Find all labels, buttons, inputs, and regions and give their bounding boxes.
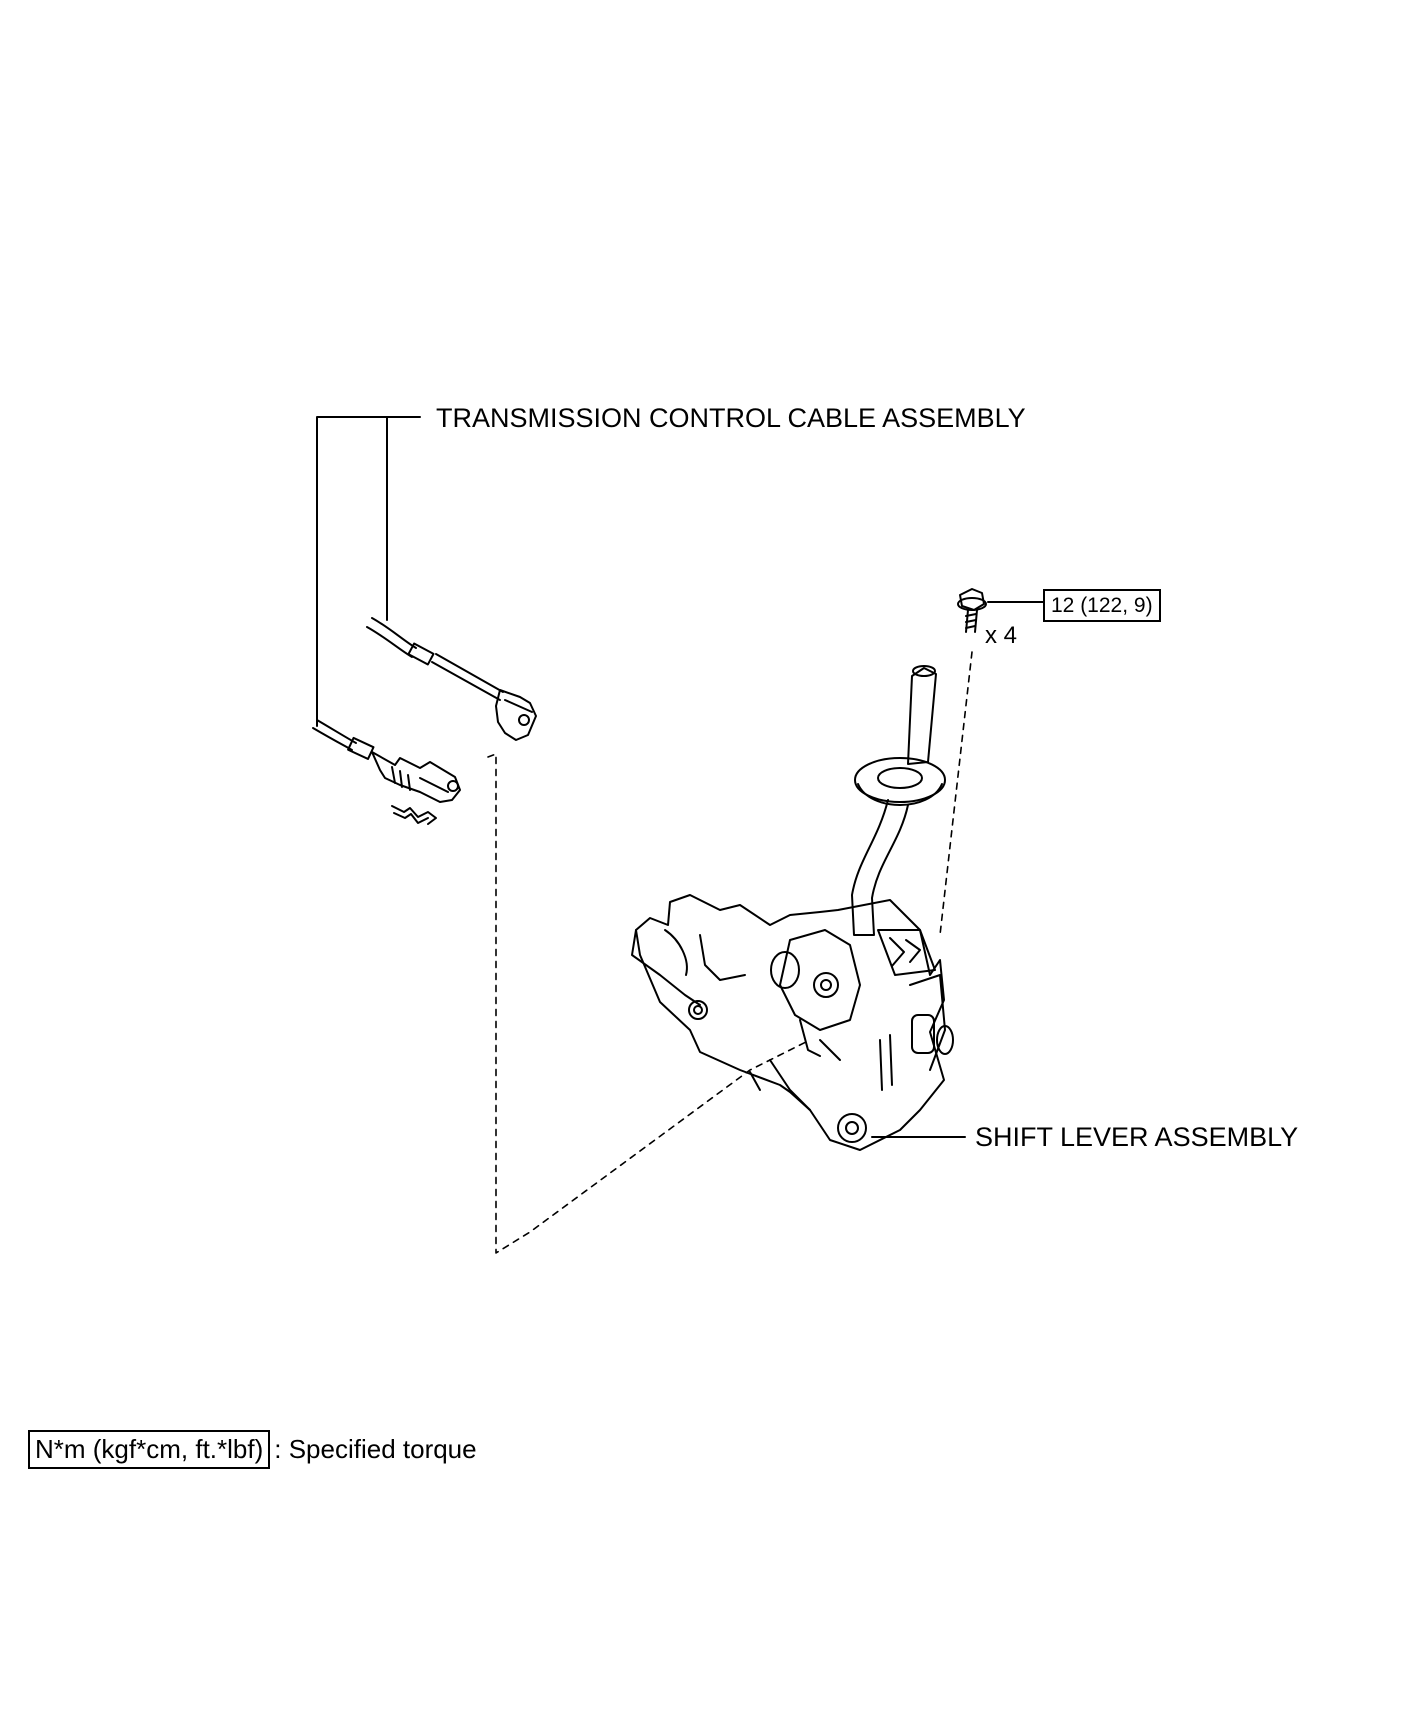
cable-leader-lines <box>316 416 421 727</box>
legend-text: : Specified torque <box>274 1434 477 1464</box>
torque-legend: N*m (kgf*cm, ft.*lbf) : Specified torque <box>28 1430 477 1469</box>
upper-cable-end <box>366 617 537 741</box>
shift-lever-assembly <box>631 665 954 1151</box>
lower-cable-end <box>312 719 461 803</box>
dashed-alignment-lines <box>487 651 973 1254</box>
bolt-quantity-label: x 4 <box>985 622 1018 649</box>
shift-lever-assembly-label: SHIFT LEVER ASSEMBLY <box>975 1122 1299 1152</box>
clip-icon <box>391 805 437 825</box>
legend-unit-box: N*m (kgf*cm, ft.*lbf) <box>28 1430 271 1469</box>
bolt-icon <box>957 588 987 633</box>
cable-assembly-label: TRANSMISSION CONTROL CABLE ASSEMBLY <box>436 403 1026 433</box>
torque-spec-box: 12 (122, 9) <box>1043 589 1161 622</box>
